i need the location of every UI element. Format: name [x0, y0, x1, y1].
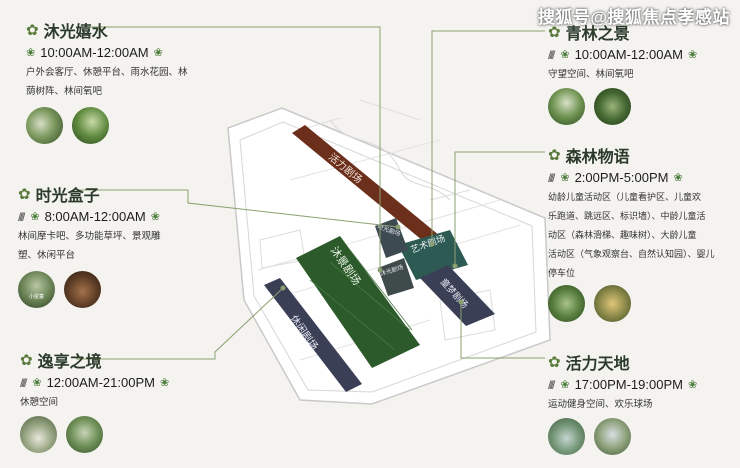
slash-decor: //// [548, 377, 555, 392]
zone-huoli: ✿活力天地 //// ❀ 17:00PM-19:00PM ❀ 运动健身空间、欢乐球场 [548, 350, 734, 455]
slash-decor: //// [18, 209, 25, 224]
zone-desc-line: 户外会客厅、休憩平台、雨水花园、林 [26, 67, 188, 78]
photo-thumbnail [548, 285, 585, 322]
zone-shiguang: ✿时光盒子 //// ❀ 8:00AM-12:00AM ❀ 林间摩卡吧、多功能草坪、景… [18, 182, 208, 308]
zone-muguang: ✿沐光嬉水 ❀ 10:00AM-12:00AM ❀ 户外会客厅、休憩平台、雨水花园、… [26, 18, 216, 144]
zone-yixiang: ✿逸享之境 //// ❀ 12:00AM-21:00PM ❀ 休憩空间 [20, 348, 220, 453]
photo-thumbnail [26, 107, 63, 144]
flower-icon: ❀ [153, 47, 163, 59]
zone-time: 17:00PM-19:00PM [574, 377, 683, 392]
plan-zone-huoli [292, 125, 440, 245]
photo-thumbnail [548, 88, 585, 125]
zone-desc-line: 动区（森林滑梯、趣味树）、大龄儿童 [548, 230, 697, 240]
photo-thumbnail [594, 285, 631, 322]
flower-icon: ❀ [26, 47, 36, 59]
zone-title: 活力天地 [565, 356, 630, 373]
photo-thumbnail [548, 418, 585, 455]
zone-desc-line: 塑、休闲平台 [18, 250, 76, 261]
plan-zone-mujin [296, 236, 420, 368]
zone-desc-line: 幼龄儿童活动区（儿童看护区、儿童欢 [548, 192, 702, 202]
photo-thumbnail: 小屋童 [18, 271, 55, 308]
flower-icon: ❀ [560, 379, 570, 391]
flower-icon: ❀ [560, 172, 570, 184]
zone-time: 12:00AM-21:00PM [46, 375, 155, 390]
photo-thumbnail [594, 88, 631, 125]
zone-title: 沐光嬉水 [43, 24, 108, 41]
plan-zone-yishu [398, 230, 468, 280]
flower-icon: ❀ [32, 377, 42, 389]
zone-title: 时光盒子 [35, 188, 100, 205]
watermark: 搜狐号@搜狐焦点孝感站 [537, 8, 730, 27]
flower-icon: ❀ [150, 211, 160, 223]
slash-decor: //// [548, 170, 555, 185]
photo-thumbnail [66, 416, 103, 453]
photo-thumbnail [594, 418, 631, 455]
leaf-icon: ✿ [548, 147, 561, 164]
flower-icon: ❀ [30, 211, 40, 223]
zone-desc-line: 停车位 [548, 268, 576, 278]
zone-desc-line: 休憩空间 [20, 397, 59, 408]
leaf-icon: ✿ [26, 22, 39, 39]
plan-zone-muguang [378, 258, 414, 296]
flower-icon: ❀ [560, 49, 570, 61]
zone-time: 10:00AM-12:00AM [574, 47, 683, 62]
zone-senlin: ✿森林物语 //// ❀ 2:00PM-5:00PM ❀ 幼龄儿童活动区（儿童看护区、… [548, 143, 734, 322]
photo-thumbnail [64, 271, 101, 308]
flower-icon: ❀ [687, 379, 698, 391]
zone-qinglin: ✿青林之景 //// ❀ 10:00AM-12:00AM ❀ 守望空间、林间氧吧 [548, 20, 728, 125]
zone-desc-line: 活动区（气象观察台、自然认知园）、婴儿 [548, 249, 715, 259]
leaf-icon: ✿ [18, 186, 31, 203]
leaf-icon: ✿ [548, 354, 561, 371]
plan-zone-tongmeng [420, 265, 495, 326]
slash-decor: //// [548, 47, 555, 62]
zone-desc-line: 荫树阵、林间氧吧 [26, 86, 103, 97]
zone-desc-line: 运动健身空间、欢乐球场 [548, 399, 653, 410]
photo-thumbnail [20, 416, 57, 453]
zone-time: 8:00AM-12:00AM [44, 209, 146, 224]
zone-title: 逸享之境 [37, 354, 102, 371]
flower-icon: ❀ [159, 377, 170, 389]
zone-desc-line: 守望空间、林间氧吧 [548, 69, 634, 80]
zone-desc-line: 林间摩卡吧、多功能草坪、景观雕 [18, 231, 161, 242]
zone-desc-line: 乐跑道、跳远区、标识墙）、中龄儿童活 [548, 211, 706, 221]
leaf-icon: ✿ [20, 352, 33, 369]
photo-thumbnail [72, 107, 109, 144]
zone-title: 青林之景 [565, 26, 630, 43]
flower-icon: ❀ [687, 49, 698, 61]
slash-decor: //// [20, 375, 27, 390]
leaf-icon: ✿ [548, 24, 561, 41]
flower-icon: ❀ [673, 172, 683, 184]
plan-zone-xiuxian [264, 278, 362, 392]
zone-time: 10:00AM-12:00AM [40, 45, 149, 60]
zone-time: 2:00PM-5:00PM [574, 170, 669, 185]
zone-title: 森林物语 [565, 149, 630, 166]
